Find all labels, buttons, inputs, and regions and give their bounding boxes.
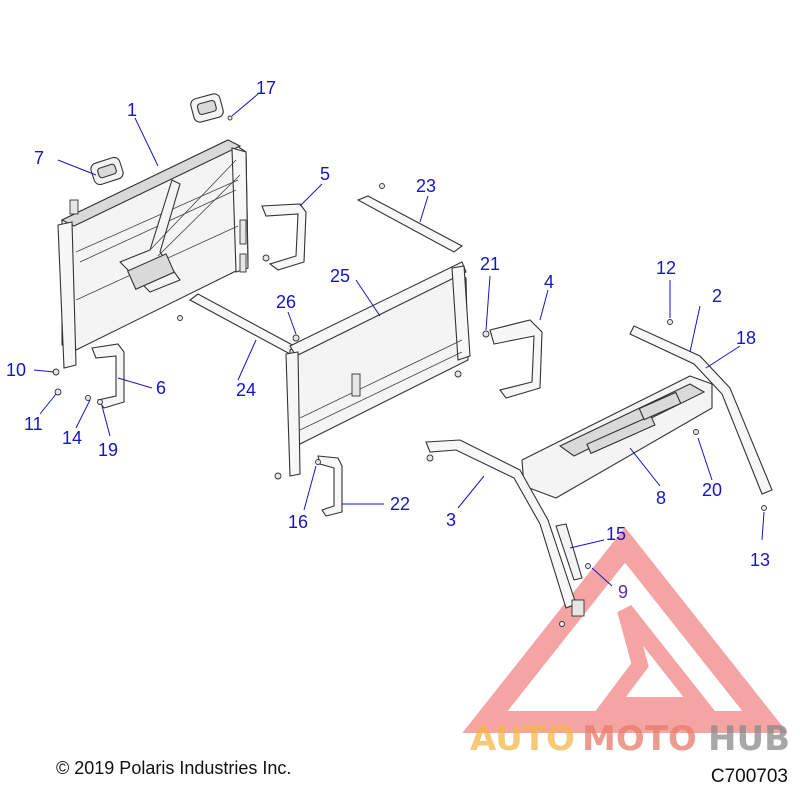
copyright-notice: © 2019 Polaris Industries Inc. bbox=[56, 758, 292, 778]
callout-24: 24 bbox=[236, 380, 256, 400]
callout-14: 14 bbox=[62, 428, 82, 448]
grab-handle-left bbox=[90, 156, 124, 186]
callout-2: 2 bbox=[712, 286, 722, 306]
watermark-word-auto: AUTO bbox=[470, 719, 575, 759]
figure-id: C700703 bbox=[710, 766, 788, 787]
bracket-15 bbox=[555, 523, 583, 581]
roll-tube-2 bbox=[629, 325, 773, 495]
bed-panel-8 bbox=[521, 375, 713, 499]
callout-labels: 1 2 3 4 5 6 7 8 9 10 11 12 13 14 15 16 1… bbox=[6, 78, 770, 602]
callout-3: 3 bbox=[446, 510, 456, 530]
callout-12: 12 bbox=[656, 258, 676, 278]
grab-handle-right bbox=[190, 93, 224, 123]
watermark-word-moto: MOTO bbox=[582, 719, 697, 759]
callout-7: 7 bbox=[34, 148, 44, 168]
callout-26: 26 bbox=[276, 292, 296, 312]
callout-13: 13 bbox=[750, 550, 770, 570]
callout-10: 10 bbox=[6, 360, 26, 380]
leader-lines bbox=[33, 93, 765, 587]
callout-1: 1 bbox=[127, 100, 137, 120]
side-rail-4 bbox=[489, 319, 543, 399]
watermark-logo bbox=[462, 527, 788, 733]
hardware-fasteners bbox=[52, 115, 767, 627]
side-rail-left bbox=[91, 343, 125, 409]
callout-5: 5 bbox=[320, 164, 330, 184]
callout-15: 15 bbox=[606, 524, 626, 544]
rear-frame-25 bbox=[285, 261, 471, 477]
callout-21: 21 bbox=[480, 254, 500, 274]
callout-19: 19 bbox=[98, 440, 118, 460]
watermark-word-hub: HUB bbox=[708, 719, 790, 759]
callout-4: 4 bbox=[544, 272, 554, 292]
callout-17: 17 bbox=[256, 78, 276, 98]
cross-tube-23 bbox=[356, 195, 464, 253]
front-frame-panel bbox=[57, 139, 249, 369]
callout-11: 11 bbox=[24, 414, 43, 434]
roll-tube-3 bbox=[425, 439, 585, 617]
side-rail-5 bbox=[261, 203, 307, 271]
callout-25: 25 bbox=[330, 266, 350, 286]
callout-23: 23 bbox=[416, 176, 436, 196]
callout-9: 9 bbox=[618, 582, 628, 602]
callout-20: 20 bbox=[702, 480, 722, 500]
callout-16: 16 bbox=[288, 512, 308, 532]
callout-6: 6 bbox=[156, 378, 166, 398]
watermark-wordmark: AUTO MOTO HUB bbox=[470, 719, 790, 759]
side-rail-22 bbox=[317, 455, 343, 517]
callout-18: 18 bbox=[736, 328, 756, 348]
callout-22: 22 bbox=[390, 494, 410, 514]
callout-8: 8 bbox=[656, 488, 666, 508]
